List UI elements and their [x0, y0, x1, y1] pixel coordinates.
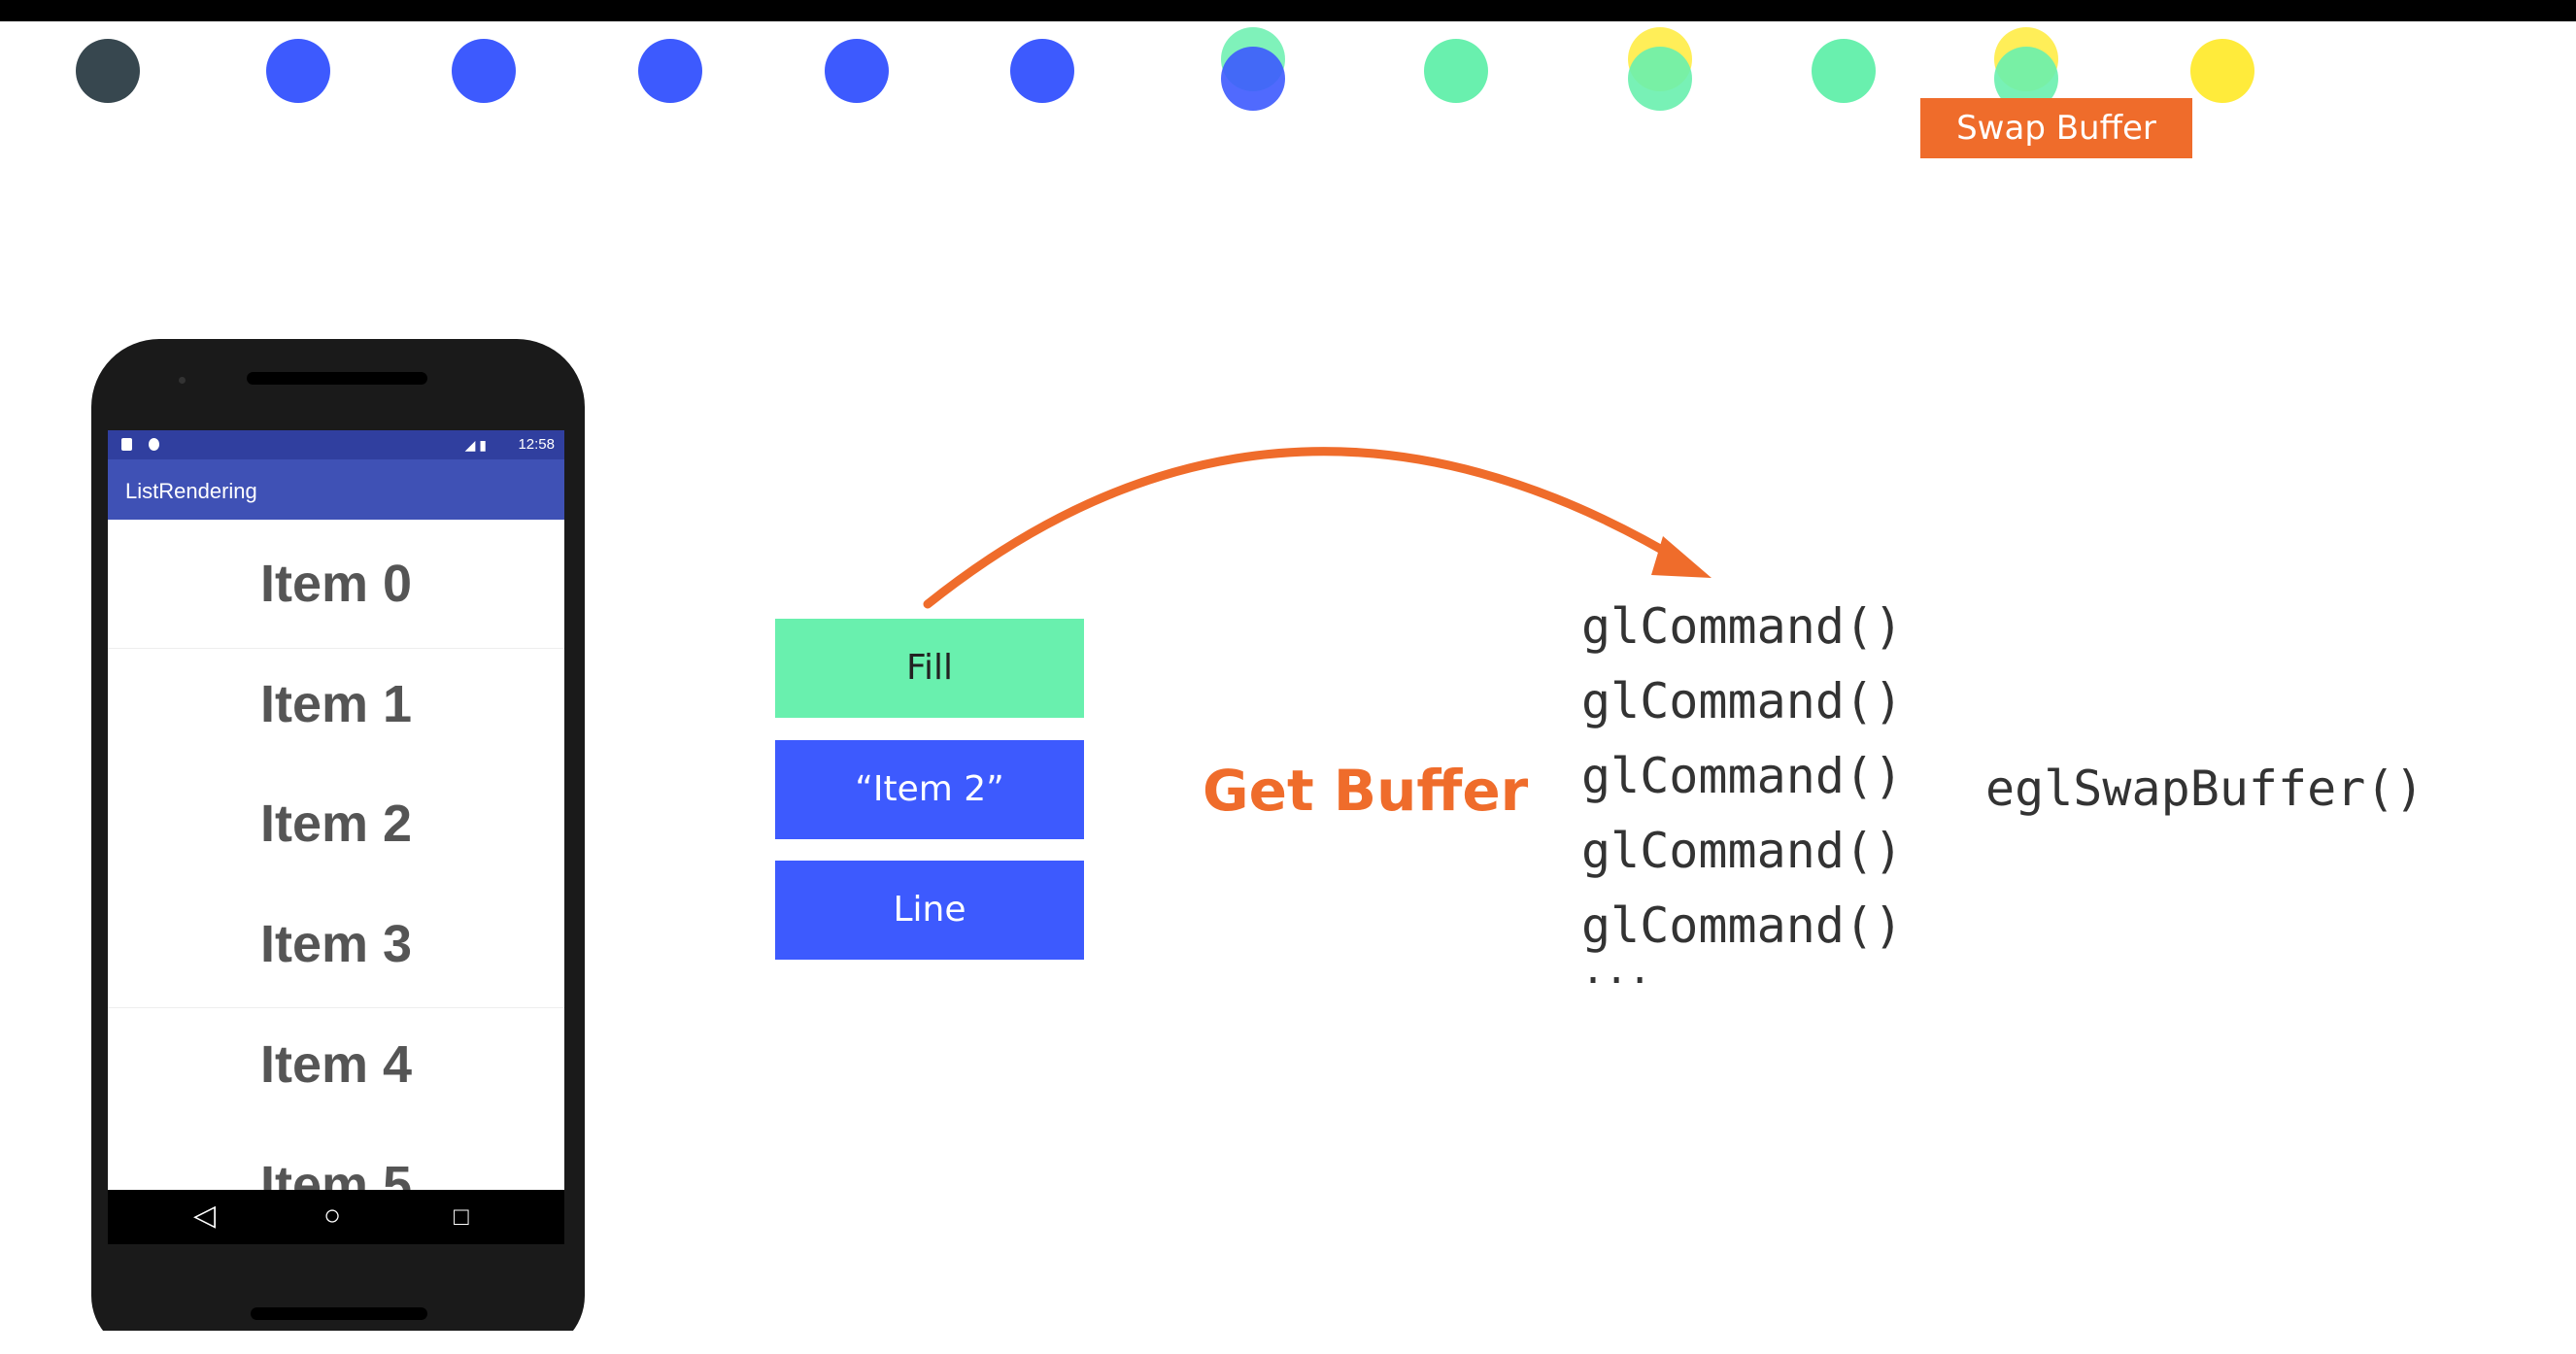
- list-item[interactable]: Item 0: [259, 555, 413, 613]
- nav-bar: ◁ ○ □: [108, 1190, 564, 1244]
- frame-dot: [266, 39, 330, 103]
- list-item[interactable]: Item 1: [259, 675, 413, 733]
- op-fill: Fill: [775, 619, 1084, 718]
- recents-icon[interactable]: □: [454, 1202, 469, 1231]
- gl-command: glCommand(): [1581, 673, 1904, 729]
- op-line: Line: [775, 861, 1084, 960]
- phone-screen: ◢ ▮ 12:58 ListRendering Item 0 Item 1 It…: [108, 430, 564, 1244]
- gl-command: glCommand(): [1581, 598, 1904, 655]
- signal-battery-icon: ◢ ▮: [464, 437, 487, 453]
- phone-speaker: [247, 372, 427, 385]
- frame-dot: [1010, 39, 1074, 103]
- top-black-bar: [0, 0, 2576, 21]
- gl-command: glCommand(): [1581, 897, 1904, 954]
- app-title: ListRendering: [125, 479, 257, 503]
- frame-dot: [1628, 47, 1692, 111]
- list-divider: [108, 1007, 564, 1008]
- swap-buffer-label: Swap Buffer: [1920, 98, 2192, 158]
- sd-card-icon: [121, 438, 132, 451]
- egl-swap-call: eglSwapBuffer(): [1985, 761, 2424, 817]
- frame-dot: [2190, 39, 2254, 103]
- status-time: 12:58: [518, 436, 555, 453]
- phone-bottom-speaker: [251, 1307, 427, 1320]
- frame-dot: [638, 39, 702, 103]
- list-item[interactable]: Item 4: [259, 1035, 413, 1094]
- gl-command: glCommand(): [1581, 823, 1904, 879]
- status-bar: ◢ ▮ 12:58: [108, 430, 564, 459]
- frame-dot: [825, 39, 889, 103]
- app-bar: ListRendering: [108, 459, 564, 520]
- op-text-item: “Item 2”: [775, 740, 1084, 839]
- list-item[interactable]: Item 3: [259, 915, 413, 973]
- list-item[interactable]: Item 2: [259, 795, 413, 853]
- gl-command-list: glCommand() glCommand() glCommand() glCo…: [1581, 592, 1903, 990]
- frame-dot: [1424, 39, 1488, 103]
- list-divider: [108, 648, 564, 649]
- home-icon[interactable]: ○: [323, 1200, 342, 1232]
- phone-bottom-edge: [91, 1331, 585, 1354]
- frame-dot: [1812, 39, 1876, 103]
- frame-dot: [452, 39, 516, 103]
- phone-camera: [179, 377, 186, 384]
- get-buffer-label: Get Buffer: [1203, 758, 1529, 824]
- gl-command: glCommand(): [1581, 748, 1904, 804]
- back-icon[interactable]: ◁: [193, 1200, 217, 1232]
- frame-dot: [76, 39, 140, 103]
- notification-icon: [149, 438, 159, 451]
- gl-ellipsis: ...: [1581, 948, 1652, 993]
- frame-dot: [1221, 47, 1285, 111]
